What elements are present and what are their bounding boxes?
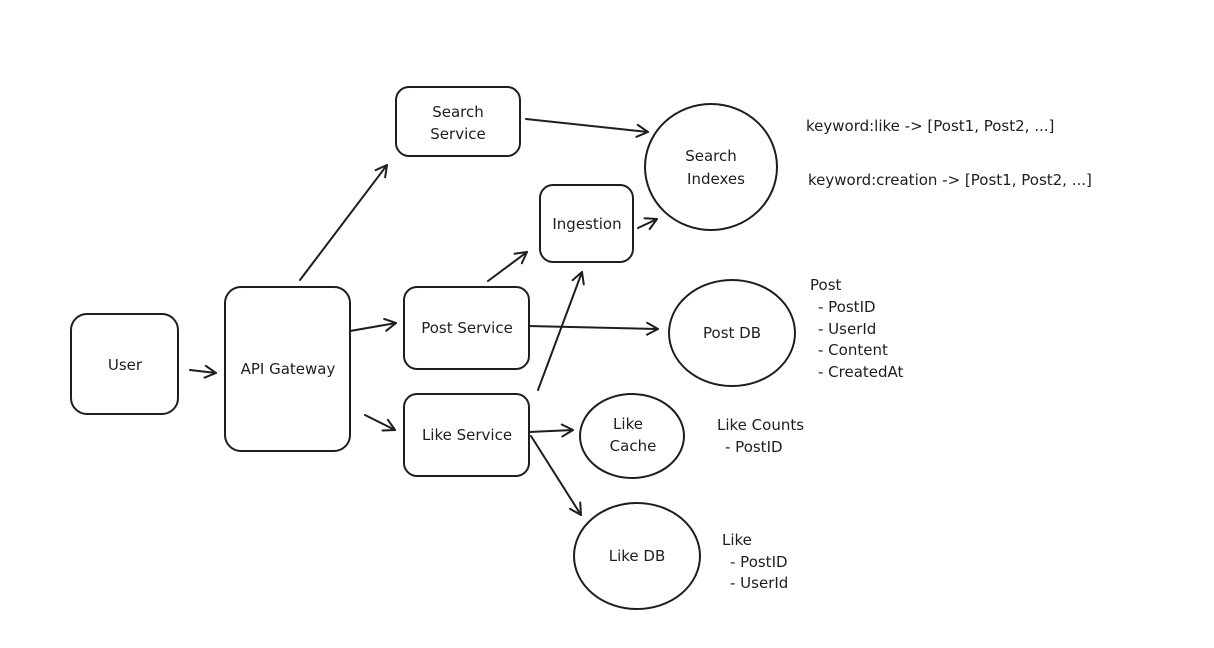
post-service-node: Post Service [403,286,530,370]
search-index-entries: keyword:like -> [Post1, Post2, ...] keyw… [806,117,1092,189]
like-service-node: Like Service [403,393,530,477]
edge-api-gateway-to-post-service [349,317,397,332]
post-db-node: Post DB [668,279,796,387]
search-service-label-line2: Service [430,125,485,143]
post-db-label: Post DB [703,324,761,342]
edge-like-service-to-ingestion [537,271,585,391]
ingestion-node: Ingestion [539,184,634,263]
edge-ingestion-to-search-indexes [637,217,658,231]
post-schema-note: Post - PostID - UserId - Content - Creat… [810,276,904,381]
nodes: User API Gateway Search Service Post Ser… [70,86,796,610]
post-schema-field: - UserId [818,320,876,338]
like-counts-schema-note: Like Counts - PostID [717,416,804,456]
edge-api-gateway-to-search-service [299,164,388,281]
like-db-label: Like DB [609,547,666,565]
edge-search-service-to-search-indexes [525,118,649,138]
like-db-node: Like DB [573,502,701,610]
search-indexes-circle [644,103,778,231]
like-service-label: Like Service [422,426,512,444]
post-service-label: Post Service [421,319,513,337]
search-indexes-label-line1: Search [685,147,737,165]
user-box [70,313,179,415]
post-db-circle [668,279,796,387]
search-service-node: Search Service [395,86,521,157]
like-cache-node: Like Cache [579,393,685,479]
search-service-box [395,86,521,157]
edge-api-gateway-to-like-service [364,414,396,432]
post-schema-field: - PostID [818,298,876,316]
edge-post-service-to-ingestion [487,251,528,282]
like-db-circle [573,502,701,610]
like-service-box [403,393,530,477]
ingestion-label: Ingestion [552,215,621,233]
like-cache-label-line1: Like [613,415,643,433]
like-schema-field: - PostID [730,553,788,571]
like-schema-title: Like [722,531,752,549]
notes: keyword:like -> [Post1, Post2, ...] keyw… [717,117,1092,592]
edge-user-to-api-gateway [189,364,217,379]
like-schema-field: - UserId [730,574,788,592]
like-cache-circle [579,393,685,479]
like-counts-schema-field: - PostID [725,438,783,456]
search-service-label-line1: Search [432,103,484,121]
like-cache-label-line2: Cache [610,437,657,455]
post-service-box [403,286,530,370]
search-index-entry: keyword:like -> [Post1, Post2, ...] [806,117,1054,135]
post-schema-field: - CreatedAt [818,363,904,381]
search-index-entry: keyword:creation -> [Post1, Post2, ...] [808,171,1092,189]
search-indexes-node: Search Indexes [644,103,778,231]
edge-like-service-to-like-db [530,435,582,516]
edges [189,118,659,516]
post-schema-field: - Content [818,341,888,359]
post-schema-title: Post [810,276,842,294]
like-schema-note: Like - PostID - UserId [722,531,788,592]
edge-like-service-to-like-cache [528,423,574,438]
api-gateway-label: API Gateway [241,360,336,378]
user-node: User [70,313,179,415]
user-label: User [108,356,143,374]
edge-post-service-to-post-db [527,321,659,336]
like-counts-schema-title: Like Counts [717,416,804,434]
ingestion-box [539,184,634,263]
api-gateway-box [224,286,351,452]
api-gateway-node: API Gateway [224,286,351,452]
search-indexes-label-line2: Indexes [687,170,745,188]
